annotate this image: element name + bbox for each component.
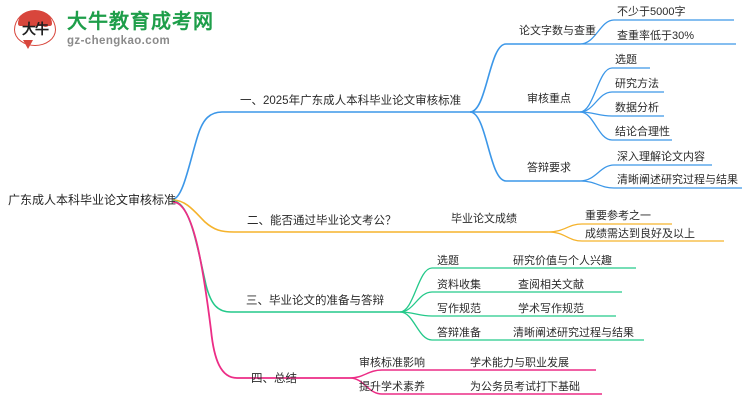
mindmap-leaf-research-value-interest[interactable]: 研究价值与个人兴趣 <box>513 255 612 267</box>
logo-dot-shape <box>41 18 50 27</box>
site-logo: 大牛 大牛教育成考网 gz-chengkao.com <box>14 8 214 52</box>
mindmap-leaf-min-5000-words[interactable]: 不少于5000字 <box>617 6 686 18</box>
mindmap-branch-2-label[interactable]: 二、能否通过毕业论文考公？ <box>247 215 397 227</box>
mindmap-leaf-topic-selection[interactable]: 选题 <box>615 54 637 66</box>
logo-bubble-tail-shape <box>23 40 33 49</box>
mindmap-leaf-grade-good-or-above[interactable]: 成绩需达到良好及以上 <box>585 228 695 240</box>
mindmap-leaf-similarity-under-30[interactable]: 查重率低于30% <box>617 30 695 42</box>
logo-mark-icon: 大牛 <box>14 8 58 52</box>
mindmap-leaf-review-literature[interactable]: 查阅相关文献 <box>518 279 584 291</box>
mindmap-branch-1-label[interactable]: 一、2025年广东成人本科毕业论文审核标准 <box>240 95 462 107</box>
mindmap-node-raise-academic-literacy[interactable]: 提升学术素养 <box>359 381 425 393</box>
mindmap-node-material-collection[interactable]: 资料收集 <box>437 279 481 291</box>
mindmap-root-node[interactable]: 广东成人本科毕业论文审核标准 <box>8 193 177 207</box>
mindmap-node-thesis-wordcount[interactable]: 论文字数与查重 <box>519 25 596 37</box>
mindmap-node-review-focus[interactable]: 审核重点 <box>527 93 571 105</box>
mindmap-leaf-explain-process-results[interactable]: 清晰阐述研究过程与结果 <box>617 174 738 186</box>
mindmap-node-thesis-grade[interactable]: 毕业论文成绩 <box>451 213 517 225</box>
mindmap-leaf-foundation-civil-exam[interactable]: 为公务员考试打下基础 <box>470 381 580 393</box>
mindmap-node-writing-standards[interactable]: 写作规范 <box>437 303 481 315</box>
mindmap-leaf-clear-process-results[interactable]: 清晰阐述研究过程与结果 <box>513 327 634 339</box>
mindmap-leaf-data-analysis[interactable]: 数据分析 <box>615 102 659 114</box>
mindmap-node-defense-preparation[interactable]: 答辩准备 <box>437 327 481 339</box>
mindmap-branch-4-label[interactable]: 四、总结 <box>251 373 297 385</box>
mindmap-leaf-academic-writing-norms[interactable]: 学术写作规范 <box>518 303 584 315</box>
logo-subtitle: gz-chengkao.com <box>67 35 171 47</box>
mindmap-node-prep-topic-selection[interactable]: 选题 <box>437 255 459 267</box>
logo-mark-text: 大牛 <box>22 21 49 37</box>
mindmap-node-defense-requirements[interactable]: 答辩要求 <box>527 162 571 174</box>
mindmap-leaf-conclusion-rationality[interactable]: 结论合理性 <box>615 126 670 138</box>
logo-wordmark: 大牛教育成考网 gz-chengkao.com <box>67 12 214 48</box>
mindmap-leaf-academic-career-growth[interactable]: 学术能力与职业发展 <box>470 357 569 369</box>
mindmap-leaf-research-method[interactable]: 研究方法 <box>615 78 659 90</box>
mindmap-node-standard-impact[interactable]: 审核标准影响 <box>359 357 425 369</box>
mindmap-leaf-understand-thesis[interactable]: 深入理解论文内容 <box>617 151 705 163</box>
mindmap-branch-3-label[interactable]: 三、毕业论文的准备与答辩 <box>246 295 384 307</box>
logo-title: 大牛教育成考网 <box>67 11 214 33</box>
mindmap-leaf-important-reference[interactable]: 重要参考之一 <box>585 210 651 222</box>
